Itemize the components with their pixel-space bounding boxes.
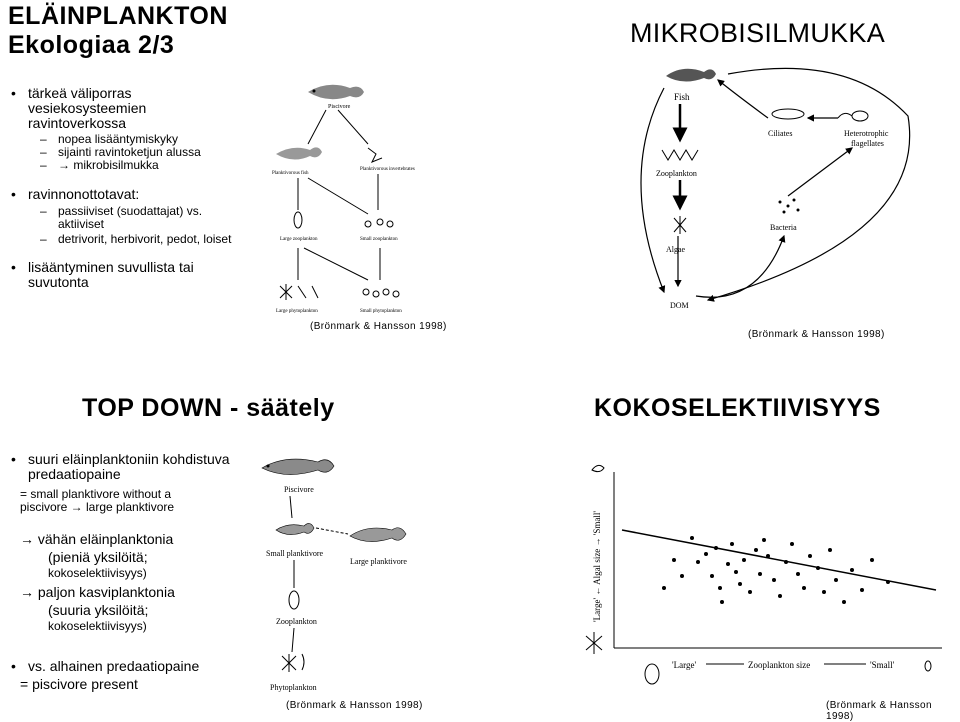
x-axis-zooplankton-icons [644, 660, 932, 685]
chain-label-phytoplankton: Phytoplankton [270, 683, 317, 692]
slide3-bullets: suuri eläinplanktoniin kohdistuva predaa… [8, 452, 248, 692]
small-alga-icon [591, 464, 605, 473]
chain-arrows [289, 495, 349, 653]
loop-label-fish: Fish [674, 92, 690, 102]
regression-line [621, 529, 937, 591]
slide1-title-line1: ELÄINPLANKTON [8, 2, 228, 30]
bullet-1-sub-3: → mikrobisilmukka [8, 159, 270, 173]
slide1-title-line2: Ekologiaa 2/3 [8, 31, 175, 59]
td-bullet-3-sub2: kokoselektiivisyys) [48, 619, 147, 633]
chain-zooplankton-icon [288, 590, 300, 610]
ciliate-icon [771, 108, 805, 120]
chain-label-zooplankton: Zooplankton [276, 617, 317, 626]
loop-label-flagellates: flagellates [851, 139, 884, 148]
invertebrate-icon [367, 147, 383, 163]
web-arrows [297, 109, 381, 281]
td-bullet-2-sub2: kokoselektiivisyys) [48, 566, 147, 580]
axis-x-left: 'Large' [672, 660, 696, 670]
slide4-title: KOKOSELEKTIIVISYYS [594, 394, 881, 422]
size-selectivity-scatter: 'Large' ← Algal size → 'Small' 'Large' Z… [585, 464, 942, 685]
slide3-title: TOP DOWN - säätely [82, 394, 335, 422]
web-label-planktivorous-invertebrates: Planktivorous invertebrates [360, 167, 415, 172]
web-label-small-zooplankton: Small zooplankton [360, 237, 398, 242]
food-web-diagram: Piscivore Planktivorous fish Planktivoro… [272, 84, 415, 314]
loop-label-bacteria: Bacteria [770, 223, 797, 232]
small-zooplankton-icon [364, 218, 394, 228]
slide1-caption: (Brönmark & Hansson 1998) [310, 321, 447, 332]
slide2-caption: (Brönmark & Hansson 1998) [748, 329, 885, 340]
bullet-2: ravinnonottotavat: [8, 187, 270, 203]
chain-label-small-planktivore: Small planktivore [266, 549, 324, 558]
td-bullet-3: → paljon kasviplanktonia [20, 584, 175, 600]
bullet-2-sub-2: detrivorit, herbivorit, pedot, loiset [8, 233, 233, 247]
large-phytoplankton-icon [279, 284, 319, 300]
loop-label-zooplankton: Zooplankton [656, 169, 697, 178]
bullet-1-sub-1: nopea lisääntymiskyky [8, 133, 270, 147]
td-bullet-3-sub: (suuria yksilöitä; [48, 602, 149, 618]
chain-small-planktivore-icon [275, 523, 315, 535]
loop-label-algae: Algae [666, 245, 686, 254]
chain-piscivore-icon [261, 458, 335, 475]
web-label-piscivore: Piscivore [328, 104, 351, 110]
slide1-title: ELÄINPLANKTON Ekologiaa 2/3 [8, 2, 228, 60]
piscivore-fish-icon [308, 84, 364, 100]
large-zooplankton-icon [293, 211, 303, 229]
bacteria-icon [778, 198, 800, 214]
web-label-large-zooplankton: Large zooplankton [280, 237, 318, 242]
web-label-planktivorous-fish: Planktivorous fish [272, 171, 309, 176]
td-bullet-4-sub: = piscivore present [20, 676, 138, 692]
bullet-1: tärkeä väliporras vesiekosysteemien ravi… [8, 86, 146, 131]
large-alga-icon [585, 632, 603, 654]
chain-label-piscivore: Piscivore [284, 485, 314, 494]
scatter-points [662, 536, 890, 604]
small-phytoplankton-icon [362, 288, 400, 298]
flagellate-icon [837, 110, 869, 122]
loop-label-heterotrophic: Heterotrophic [844, 129, 889, 138]
loop-label-dom: DOM [670, 301, 689, 310]
web-label-small-phytoplankton: Small phytoplankton [360, 309, 402, 314]
td-bullet-2: → vähän eläinplanktonia [20, 531, 174, 547]
chain-large-planktivore-icon [349, 527, 407, 542]
slide3-caption: (Brönmark & Hansson 1998) [286, 700, 423, 711]
planktivorous-fish-icon [276, 147, 322, 160]
trophic-chain-diagram: Piscivore Small planktivore Large plankt… [261, 458, 407, 692]
bullet-3: lisääntyminen suvullista tai suvutonta [8, 260, 228, 290]
td-bullet-4: vs. alhainen predaatiopaine [8, 659, 248, 675]
fish-icon [666, 68, 716, 82]
web-label-large-phytoplankton: Large phytoplankton [276, 309, 318, 314]
axis-x-right: 'Small' [870, 660, 895, 670]
loop-arrows [640, 67, 911, 302]
plot-axes [613, 472, 942, 649]
slide1-bullets: tärkeä väliporras vesiekosysteemien ravi… [8, 86, 270, 290]
td-bullet-2-sub: (pieniä yksilöitä; [48, 549, 148, 565]
td-bullet-1: suuri eläinplanktoniin kohdistuva predaa… [8, 452, 238, 482]
bullet-2-sub-1: passiiviset (suodattajat) vs. aktiiviset [8, 205, 218, 231]
zooplankton-icon [661, 149, 699, 161]
algae-icon [673, 216, 687, 234]
td-bullet-1-sub: = small planktivore without a piscivore … [20, 487, 175, 514]
microbial-loop-diagram: Fish Ciliates Heterotrophic flagellates … [640, 67, 911, 310]
chain-label-large-planktivore: Large planktivore [350, 557, 407, 566]
slide2-title: MIKROBISILMUKKA [630, 18, 886, 48]
axis-y-label: 'Large' ← Algal size → 'Small' [592, 511, 602, 622]
chain-phytoplankton-icon [281, 653, 305, 672]
loop-label-ciliates: Ciliates [768, 129, 792, 138]
axis-x-mid: Zooplankton size [748, 660, 810, 670]
bullet-1-sub-2: sijainti ravintoketjun alussa [8, 146, 270, 160]
slide4-caption: (Brönmark & Hansson 1998) [826, 700, 932, 722]
